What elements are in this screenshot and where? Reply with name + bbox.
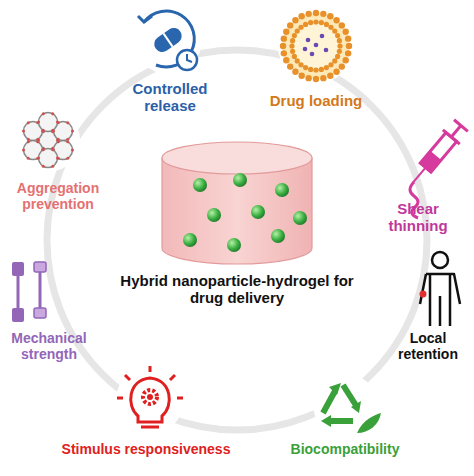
recycle-icon bbox=[313, 373, 381, 437]
feature-ring bbox=[47, 50, 427, 430]
feature-label: Local retention bbox=[386, 330, 470, 362]
center-title: Hybrid nanoparticle-hydrogel for drug de… bbox=[107, 272, 367, 307]
lightbulb-icon bbox=[116, 366, 184, 434]
feature-label: Shear thinning bbox=[373, 200, 463, 235]
syringe-icon bbox=[404, 118, 469, 190]
feature-label: Drug loading bbox=[251, 92, 381, 109]
mechanical-icon bbox=[8, 262, 46, 322]
feature-label: Controlled release bbox=[115, 80, 225, 115]
feature-label: Stimulus responsiveness bbox=[41, 441, 251, 457]
feature-label: Biocompatibility bbox=[270, 441, 420, 457]
person-icon bbox=[420, 252, 461, 326]
liposome-icon bbox=[278, 8, 354, 84]
aggregation-icon bbox=[16, 108, 80, 172]
controlled-release-icon bbox=[134, 6, 202, 74]
feature-label: Aggregation prevention bbox=[3, 180, 113, 212]
hydrogel-cylinder bbox=[162, 142, 312, 264]
feature-label: Mechanical strength bbox=[3, 330, 95, 362]
